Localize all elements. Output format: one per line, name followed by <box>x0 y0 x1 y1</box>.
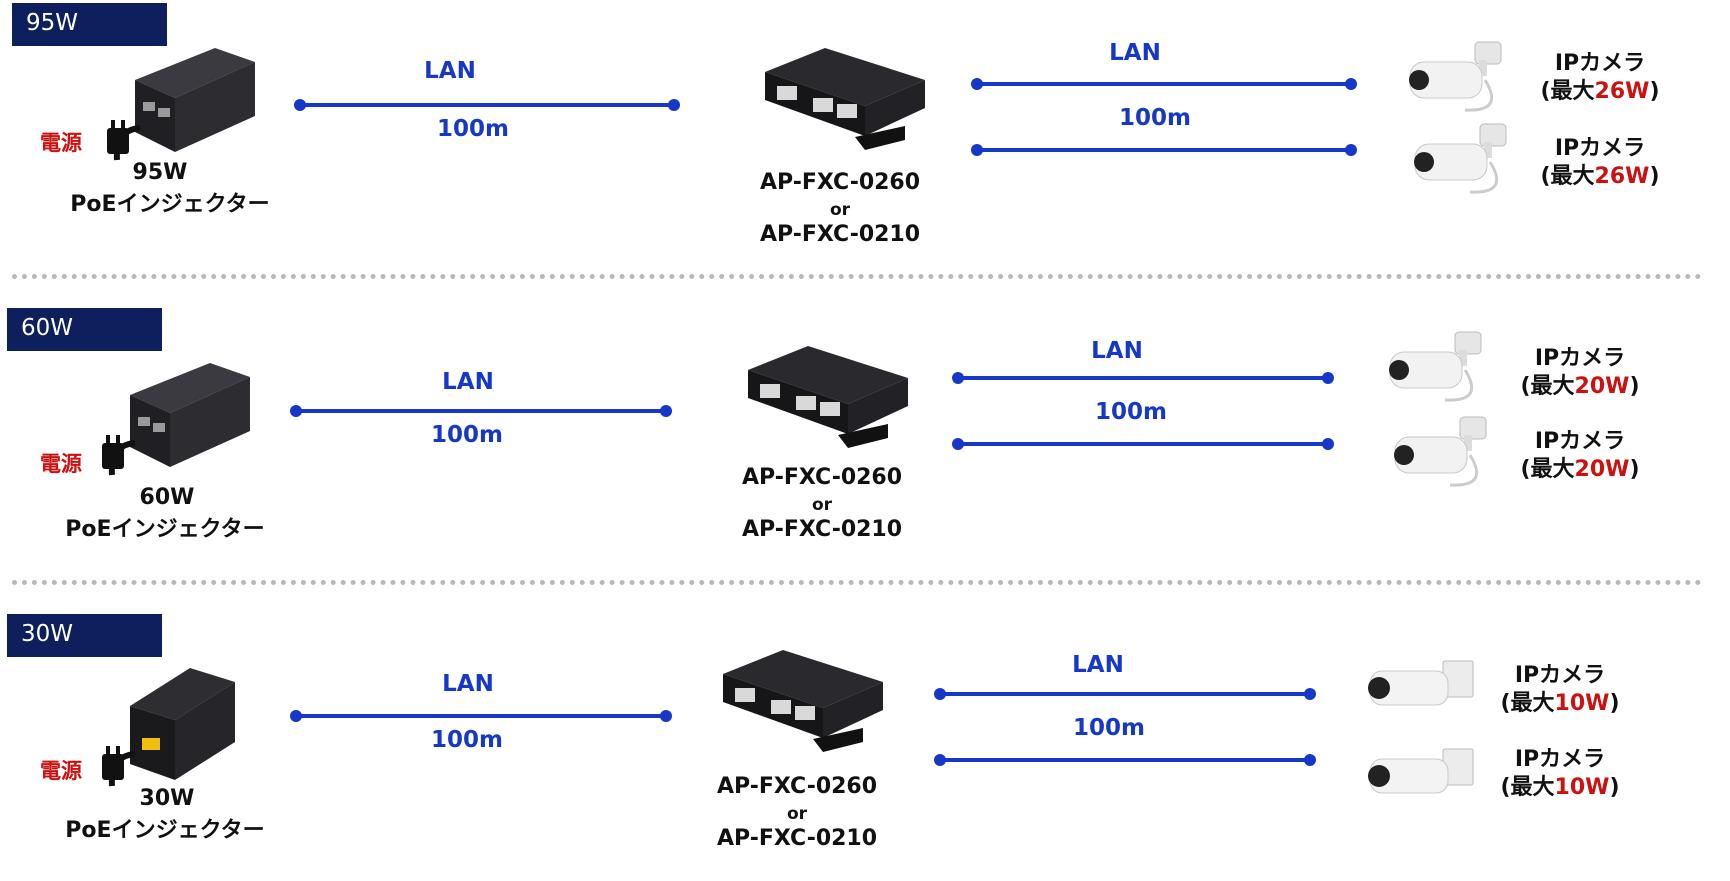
camera-1-watt: 20W <box>1574 374 1630 399</box>
camera-1-spec: (最大10W) <box>1485 685 1635 717</box>
camera-1-watt: 26W <box>1594 79 1650 104</box>
extender-model-2: AP-FXC-0210 <box>741 517 903 542</box>
camera-2-watt: 26W <box>1594 164 1650 189</box>
camera-1-name: IPカメラ <box>1534 346 1626 371</box>
camera-2-watt: 10W <box>1554 775 1610 800</box>
injector-watt: 95W <box>132 160 188 185</box>
ip-camera-icon <box>1409 41 1502 112</box>
ip-camera-icon <box>1414 123 1507 194</box>
lan-cable-out-2 <box>952 438 1334 450</box>
extender-model-2: AP-FXC-0210 <box>759 222 921 247</box>
lan-cable-out-2 <box>971 144 1357 156</box>
camera-1-paren-close: ) <box>1649 79 1660 104</box>
camera-2-paren-close: ) <box>1649 164 1660 189</box>
power-label: 電源 <box>40 759 82 783</box>
lan-label: LAN <box>442 369 494 395</box>
distance-label: 100m <box>431 422 503 448</box>
camera-2-watt: 20W <box>1574 457 1630 482</box>
ip-camera-icon <box>1368 660 1474 706</box>
lan-label: LAN <box>442 671 494 697</box>
extender-or: or <box>829 200 851 220</box>
lan-cable-out-1 <box>934 688 1316 700</box>
camera-2-paren-open: (最大 <box>1520 457 1575 482</box>
camera-1-spec: (最大20W) <box>1505 368 1655 400</box>
extender-model-1: AP-FXC-0260 <box>741 465 903 490</box>
out-lan-label: LAN <box>1091 338 1143 364</box>
injector-name: PoEインジェクター <box>70 192 270 217</box>
poe-extender-icon <box>765 48 925 150</box>
poe-extender-icon <box>748 346 908 448</box>
poe-injector-icon <box>102 363 250 476</box>
distance-label: 100m <box>437 116 509 142</box>
out-lan-label: LAN <box>1072 652 1124 678</box>
camera-1-name: IPカメラ <box>1554 51 1646 76</box>
extender-or: or <box>811 495 833 515</box>
ip-camera-icon <box>1389 331 1482 402</box>
section-30w: 30W 電源 30W PoEインジェクター LAN 100m AP-FXC-02… <box>0 611 1730 881</box>
poe-extender-icon <box>723 650 883 752</box>
power-label: 電源 <box>40 131 82 155</box>
camera-2-spec: (最大26W) <box>1525 158 1675 190</box>
extender-model-1: AP-FXC-0260 <box>716 774 878 799</box>
power-label: 電源 <box>40 452 82 476</box>
camera-1-name: IPカメラ <box>1514 663 1606 688</box>
section-95w: 95W 電源 95W PoEインジェクター LAN 100m AP-FXC-02… <box>0 0 1730 270</box>
poe-injector-icon <box>102 668 235 787</box>
camera-2-spec: (最大20W) <box>1505 451 1655 483</box>
out-distance-label: 100m <box>1095 399 1167 425</box>
section-badge: 60W <box>7 308 162 351</box>
extender-model-2: AP-FXC-0210 <box>716 826 878 851</box>
extender-model-1: AP-FXC-0260 <box>759 170 921 195</box>
camera-2-name: IPカメラ <box>1534 429 1626 454</box>
distance-label: 100m <box>431 727 503 753</box>
out-distance-label: 100m <box>1119 105 1191 131</box>
extender-or: or <box>786 804 808 824</box>
camera-1-paren-open: (最大 <box>1500 691 1555 716</box>
injector-watt: 60W <box>139 485 195 510</box>
ip-camera-icon <box>1394 416 1487 487</box>
lan-cable-out-2 <box>934 754 1316 766</box>
section-60w: 60W 電源 60W PoEインジェクター LAN 100m AP-FXC-02… <box>0 305 1730 575</box>
lan-cable-in <box>290 710 672 722</box>
lan-cable-in <box>290 405 672 417</box>
camera-1-paren-close: ) <box>1609 691 1620 716</box>
camera-1-spec: (最大26W) <box>1525 73 1675 105</box>
camera-2-paren-close: ) <box>1609 775 1620 800</box>
section-badge: 30W <box>7 614 162 657</box>
injector-name: PoEインジェクター <box>65 818 265 843</box>
poe-injector-icon <box>107 48 255 161</box>
camera-2-name: IPカメラ <box>1554 136 1646 161</box>
out-distance-label: 100m <box>1073 715 1145 741</box>
camera-2-paren-open: (最大 <box>1540 164 1595 189</box>
camera-1-watt: 10W <box>1554 691 1610 716</box>
injector-watt: 30W <box>139 786 195 811</box>
ip-camera-icon <box>1368 748 1474 794</box>
camera-1-paren-close: ) <box>1629 374 1640 399</box>
section-divider <box>12 274 1702 279</box>
lan-cable-in <box>294 99 680 111</box>
lan-label: LAN <box>424 58 476 84</box>
camera-1-paren-open: (最大 <box>1520 374 1575 399</box>
camera-2-spec: (最大10W) <box>1485 769 1635 801</box>
section-badge: 95W <box>12 3 167 46</box>
out-lan-label: LAN <box>1109 40 1161 66</box>
camera-2-paren-open: (最大 <box>1500 775 1555 800</box>
camera-2-name: IPカメラ <box>1514 747 1606 772</box>
lan-cable-out-1 <box>971 78 1357 90</box>
section-divider <box>12 580 1702 585</box>
camera-2-paren-close: ) <box>1629 457 1640 482</box>
camera-1-paren-open: (最大 <box>1540 79 1595 104</box>
lan-cable-out-1 <box>952 372 1334 384</box>
injector-name: PoEインジェクター <box>65 517 265 542</box>
